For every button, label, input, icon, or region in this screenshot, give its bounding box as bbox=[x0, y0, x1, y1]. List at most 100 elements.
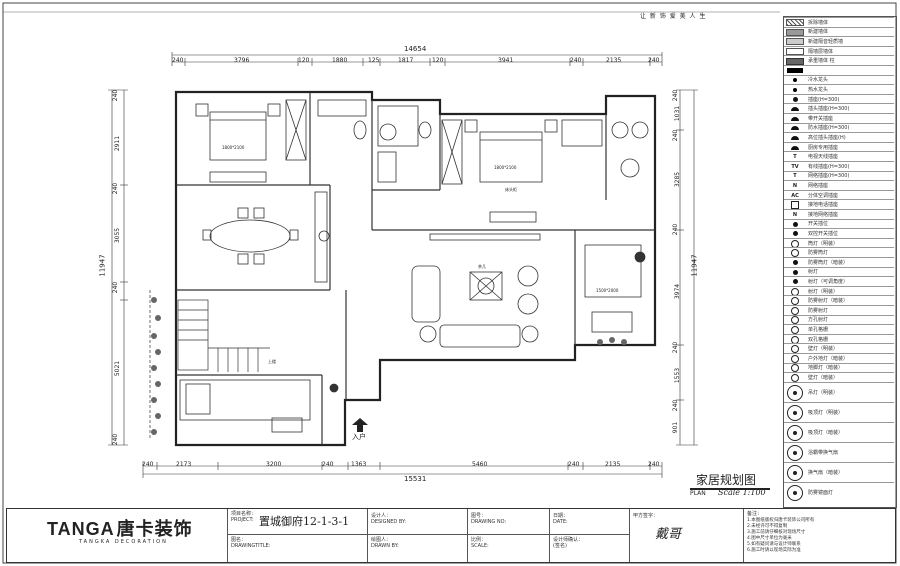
legend-T-icon: T bbox=[793, 173, 797, 180]
legend-label: 吊灯（明装） bbox=[808, 389, 839, 396]
bottom-dim-7: 240 bbox=[568, 461, 580, 468]
right-dim-2: 1031 bbox=[674, 105, 682, 122]
right-dim-8: 1553 bbox=[674, 367, 682, 384]
ratio-label: 比例： SCALE: bbox=[471, 537, 489, 549]
notes-text: 1.本图纸版权归唐卡装饰公司所有 2.未经许可不得复制 3.施工前请仔细核对现场… bbox=[747, 518, 815, 553]
legend-item: 筒灯（明装） bbox=[784, 237, 894, 249]
legend-item: 接地电话插座 bbox=[784, 199, 894, 210]
notes-label: 备注： bbox=[747, 511, 763, 517]
top-dim-5: 125 bbox=[368, 57, 380, 64]
bed-third-label: 1500*2000 bbox=[596, 288, 619, 293]
legend-big-icon bbox=[786, 403, 804, 423]
garden-planting bbox=[151, 297, 627, 435]
notes-cell: 备注： 1.本图纸版权归唐卡装饰公司所有 2.未经许可不得复制 3.施工前请仔细… bbox=[743, 509, 893, 562]
legend-circ-icon bbox=[786, 248, 804, 258]
plan-title: 家居规划图 bbox=[696, 473, 757, 487]
left-dim-4: 3055 bbox=[114, 227, 122, 244]
project-cell: 项目名称： PROJECT: 置城御府12-1-3-1 图名： DRAWINGT… bbox=[227, 509, 368, 562]
stair-label: 上楼 bbox=[268, 359, 276, 364]
right-total-dim: 11947 bbox=[690, 254, 699, 277]
plan-title-underline bbox=[690, 488, 770, 490]
brand-cn-text: 唐卡装饰 bbox=[116, 519, 193, 539]
legend-label: 防水插座(H=300) bbox=[808, 125, 850, 132]
left-dim-2: 2911 bbox=[114, 135, 122, 152]
legend-item: 射灯（可调角度） bbox=[784, 276, 894, 287]
legend-label: 隔墙层墙体 bbox=[808, 48, 834, 55]
designer-cell: 设计人： DESIGNED BY: 绘图人： DRAWN BY: bbox=[367, 509, 468, 562]
legend-label: 地脚灯（暗装） bbox=[808, 365, 844, 372]
top-dim-1: 240 bbox=[172, 57, 184, 64]
legend-item: 地脚灯（暗装） bbox=[784, 362, 894, 374]
legend-label: 开关插位 bbox=[808, 221, 829, 228]
date-cell: 日期： DATE: 设计师确认： (签名) bbox=[549, 509, 630, 562]
legend-panel: 拆除墙体新建墙体新建隔音轻质墙隔墙层墙体承重墙体 柱冷水龙头热水龙头插座(H=3… bbox=[783, 16, 897, 508]
legend-tap-icon bbox=[786, 76, 804, 86]
right-dim-9: 240 bbox=[672, 399, 680, 412]
legend-label: 户外地灯（暗装） bbox=[808, 355, 849, 362]
legend-item bbox=[784, 65, 894, 76]
right-dim-7: 240 bbox=[672, 341, 680, 354]
legend-big-icon bbox=[786, 443, 804, 463]
legend-item: 防雾筒灯 bbox=[784, 247, 894, 258]
legend-big-icon bbox=[786, 383, 804, 403]
legend-item: 防水插座(H=300) bbox=[784, 122, 894, 134]
bed-second-label: 1800*2100 bbox=[494, 165, 517, 170]
legend-label: 防雾筒灯（暗装） bbox=[808, 259, 849, 266]
legend-label: 防雾射灯（暗装） bbox=[808, 298, 849, 305]
project-label: 项目名称： PROJECT: bbox=[231, 511, 257, 523]
bathrooms bbox=[317, 99, 432, 183]
legend-hatch-icon bbox=[786, 18, 804, 28]
legend-item: 方孔射灯 bbox=[784, 314, 894, 326]
legend-item: 换气扇（暗装） bbox=[784, 461, 894, 483]
brand-sub: TANGKA DECORATION bbox=[79, 539, 168, 545]
legend-AC-icon: AC bbox=[791, 192, 799, 199]
top-dim-2: 3796 bbox=[234, 57, 250, 64]
top-dim-8: 3941 bbox=[498, 57, 514, 64]
top-dim-3: 120 bbox=[298, 57, 310, 64]
legend-label: 射灯 bbox=[808, 269, 819, 276]
legend-label: 方孔射灯 bbox=[808, 317, 829, 324]
legend-label: 壁灯（暗装） bbox=[808, 374, 839, 381]
legend-N-icon: N bbox=[792, 182, 798, 189]
legend-T-icon: T bbox=[793, 154, 797, 161]
client-cell: 甲方签字： 戴哥 bbox=[629, 509, 744, 562]
legend-big-icon bbox=[786, 483, 804, 503]
legend-label: 热水龙头 bbox=[808, 86, 829, 93]
legend-label: 防雾射灯 bbox=[808, 307, 829, 314]
legend-solid-gray-icon bbox=[786, 28, 804, 38]
legend-item: 新建隔音轻质墙 bbox=[784, 36, 894, 47]
legend-label: 承重墙体 柱 bbox=[808, 58, 835, 65]
legend-item: 吸顶灯（暗装） bbox=[784, 421, 894, 443]
right-dim-6: 3974 bbox=[674, 283, 682, 300]
entrance-label: 入户 bbox=[352, 433, 366, 441]
legend-circ-icon bbox=[786, 335, 804, 345]
legend-item: 壁灯（暗装） bbox=[784, 372, 894, 383]
legend-label: 插头插座(H=300) bbox=[808, 106, 850, 113]
legend-sq-icon bbox=[786, 200, 804, 210]
confirm-label: 设计师确认： (签名) bbox=[553, 537, 584, 549]
legend-circ-icon bbox=[786, 325, 804, 335]
legend-label: 接地网络插座 bbox=[808, 211, 839, 218]
legend-label: 双孔格栅 bbox=[808, 336, 829, 343]
right-dim-10: 901 bbox=[672, 421, 680, 434]
legend-label: 单孔格栅 bbox=[808, 326, 829, 333]
client-signature: 戴哥 bbox=[655, 527, 682, 542]
legend-dot-icon bbox=[786, 258, 804, 268]
top-dim-4: 1880 bbox=[332, 57, 348, 64]
drawingtitle-label: 图名： DRAWINGTITLE: bbox=[231, 537, 271, 549]
legend-item: 防雾射灯 bbox=[784, 305, 894, 316]
right-dim-5: 240 bbox=[672, 223, 680, 236]
legend-dot-icon bbox=[786, 268, 804, 278]
legend-circ-icon bbox=[786, 296, 804, 306]
legend-label: 吸顶灯（明装） bbox=[808, 409, 844, 416]
bottom-dim-1: 240 bbox=[142, 461, 154, 468]
legend-half-icon bbox=[786, 133, 804, 143]
project-value: 置城御府12-1-3-1 bbox=[259, 515, 350, 528]
legend-circ-icon bbox=[786, 306, 804, 316]
top-dim-7: 120 bbox=[432, 57, 444, 64]
